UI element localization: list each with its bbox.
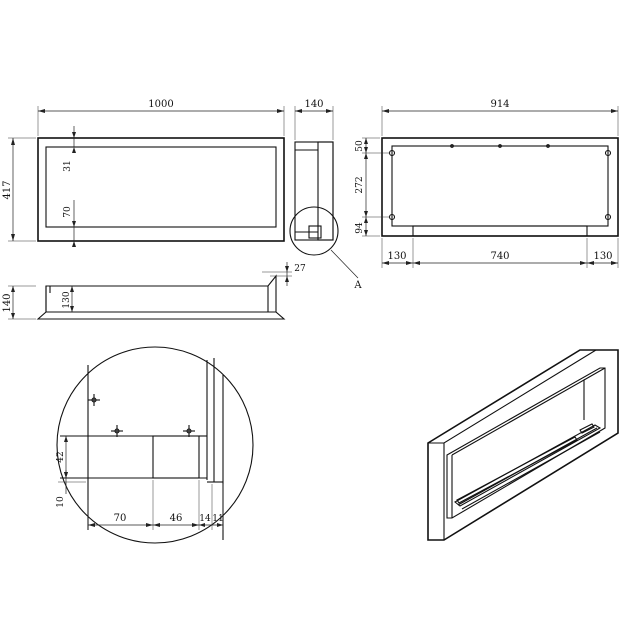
detail-height-label: 42 bbox=[56, 451, 66, 462]
back-center-span-label: 740 bbox=[490, 251, 509, 262]
side-depth-label: 140 bbox=[304, 99, 323, 110]
back-bottom-slot bbox=[412, 225, 588, 237]
detail-width-b-label: 46 bbox=[170, 513, 183, 524]
back-bottom-offset-label: 94 bbox=[355, 222, 365, 234]
back-inner-frame bbox=[391, 145, 609, 227]
iso-opening bbox=[446, 367, 606, 519]
top-lip-label: 27 bbox=[294, 264, 306, 274]
back-mid-offset-label: 272 bbox=[355, 176, 365, 193]
detail-view-a: 42 10 70 46 14 11 bbox=[56, 346, 254, 544]
front-bottom-gap-label: 70 bbox=[63, 206, 73, 218]
back-width-label: 914 bbox=[490, 99, 509, 110]
front-width-label: 1000 bbox=[148, 99, 173, 110]
detail-marker-circle bbox=[289, 206, 339, 256]
detail-width-c-label: 14 bbox=[199, 514, 211, 524]
mount-hole-top-right bbox=[604, 149, 612, 157]
back-right-margin-label: 130 bbox=[593, 251, 612, 262]
back-outer-frame bbox=[381, 137, 619, 237]
top-depth-label: 140 bbox=[2, 293, 13, 312]
top-view: 140 130 27 bbox=[2, 262, 306, 320]
top-inner-depth-label: 130 bbox=[62, 291, 72, 308]
front-height-label: 417 bbox=[2, 180, 13, 199]
detail-width-d-label: 11 bbox=[212, 514, 223, 524]
front-outer-frame bbox=[37, 137, 285, 242]
front-inner-opening bbox=[45, 146, 277, 228]
isometric-view bbox=[427, 349, 619, 541]
back-left-margin-label: 130 bbox=[387, 251, 406, 262]
front-top-gap-label: 31 bbox=[63, 160, 73, 171]
side-outline bbox=[294, 141, 334, 241]
detail-bracket bbox=[152, 435, 200, 479]
detail-base-label: 10 bbox=[56, 496, 66, 508]
detail-circle bbox=[56, 346, 254, 544]
back-view: 914 50 272 94 130 740 130 bbox=[355, 99, 619, 268]
detail-callout-label: A bbox=[353, 280, 362, 291]
side-view: 140 A bbox=[289, 99, 362, 291]
iso-front-frame bbox=[427, 349, 619, 541]
back-top-offset-label: 50 bbox=[355, 140, 365, 152]
front-view: 1000 417 31 70 bbox=[2, 99, 285, 247]
detail-width-a-label: 70 bbox=[114, 513, 127, 524]
side-flange bbox=[317, 141, 334, 241]
mount-hole-bottom-right bbox=[604, 213, 612, 221]
